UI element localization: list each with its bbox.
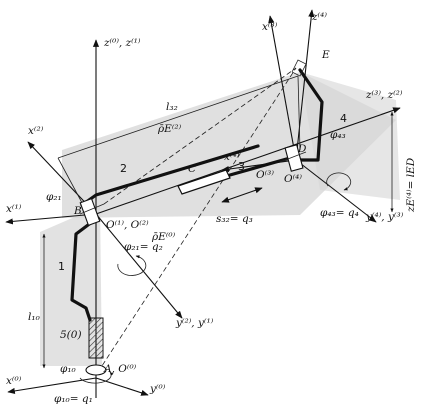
label-b: B (73, 205, 82, 217)
end-effector-gripper (291, 59, 307, 77)
label-phi43-q4: φ₄₃= q₄ (320, 207, 359, 219)
s32-arrow (221, 187, 263, 203)
prismatic-joint-c (177, 169, 231, 195)
rho-e0-line (97, 67, 297, 373)
label-y0: y⁽⁰⁾ (149, 383, 166, 395)
label-z0-z1: z⁽⁰⁾, z⁽¹⁾ (103, 37, 141, 49)
phi43-rotation-arrow (326, 172, 352, 191)
label-phi21-q2: φ₂₁= q₂ (124, 241, 163, 253)
label-y2-y1: y⁽²⁾, y⁽¹⁾ (175, 317, 214, 329)
label-rho-e0: ρ̄E⁽⁰⁾ (151, 231, 176, 243)
label-s32: s₃₂= q₃ (216, 213, 253, 225)
z2-axis (95, 107, 401, 215)
label-a-o0: A, O⁽⁰⁾ (103, 363, 137, 375)
label-d: D (297, 143, 307, 155)
x0-axis (7, 377, 97, 394)
label-ze4: zE⁽⁴⁾= lED (405, 157, 417, 213)
link-1 (70, 220, 94, 322)
y1-axis (95, 213, 183, 319)
label-num3: 3 (238, 160, 245, 173)
label-x4: x⁽⁴⁾ (224, 151, 240, 163)
phi10-rotation-arrow (79, 371, 114, 384)
label-x3: x⁽³⁾ (262, 21, 278, 33)
label-l10: l₁₀ (28, 311, 41, 323)
y0-axis (95, 377, 149, 396)
base-joint-a (85, 364, 107, 376)
joint-b (79, 197, 101, 227)
label-o4: O⁽⁴⁾ (284, 173, 302, 185)
joint-d (284, 144, 304, 172)
label-c: C (188, 163, 196, 175)
label-o1-o2: O⁽¹⁾, O⁽²⁾ (106, 219, 149, 231)
link-1-plane (40, 206, 102, 366)
label-x1: x⁽¹⁾ (6, 203, 22, 215)
x4-axis (221, 159, 297, 173)
label-phi10-q1: φ₁₀= q₁ (54, 393, 93, 405)
label-l32: l₃₂ (166, 101, 178, 113)
label-num4: 4 (340, 112, 347, 125)
link-4-plane (300, 72, 400, 200)
label-phi21: φ₂₁ (46, 191, 62, 203)
z4-axis (295, 9, 315, 161)
l32-dimension-line (57, 75, 299, 159)
label-num2: 2 (120, 162, 127, 175)
label-o3: O⁽³⁾ (256, 169, 274, 181)
label-z4: z⁽⁴⁾ (311, 11, 327, 23)
link-4 (298, 68, 324, 162)
y3-axis (295, 159, 377, 223)
label-num1: 1 (58, 260, 65, 273)
link-3 (228, 156, 292, 177)
l32-extension-right (297, 75, 301, 151)
base-support (88, 317, 104, 359)
label-x0: x⁽⁰⁾ (6, 375, 22, 387)
label-5-0: 5(0) (60, 329, 82, 341)
label-rho-e2: ρ̄E⁽²⁾ (157, 123, 182, 135)
label-phi43: φ₄₃ (330, 129, 346, 141)
label-y4-y3: y⁽⁴⁾, y⁽³⁾ (365, 211, 404, 223)
rho-e2-line (103, 67, 297, 205)
x1-axis (5, 213, 97, 225)
phi21-rotation-arrow (117, 255, 147, 276)
label-phi10: φ₁₀ (60, 363, 77, 375)
label-z3-z2: z⁽³⁾, z⁽²⁾ (365, 89, 403, 101)
label-x2: x⁽²⁾ (28, 125, 44, 137)
label-e: E (321, 49, 330, 61)
